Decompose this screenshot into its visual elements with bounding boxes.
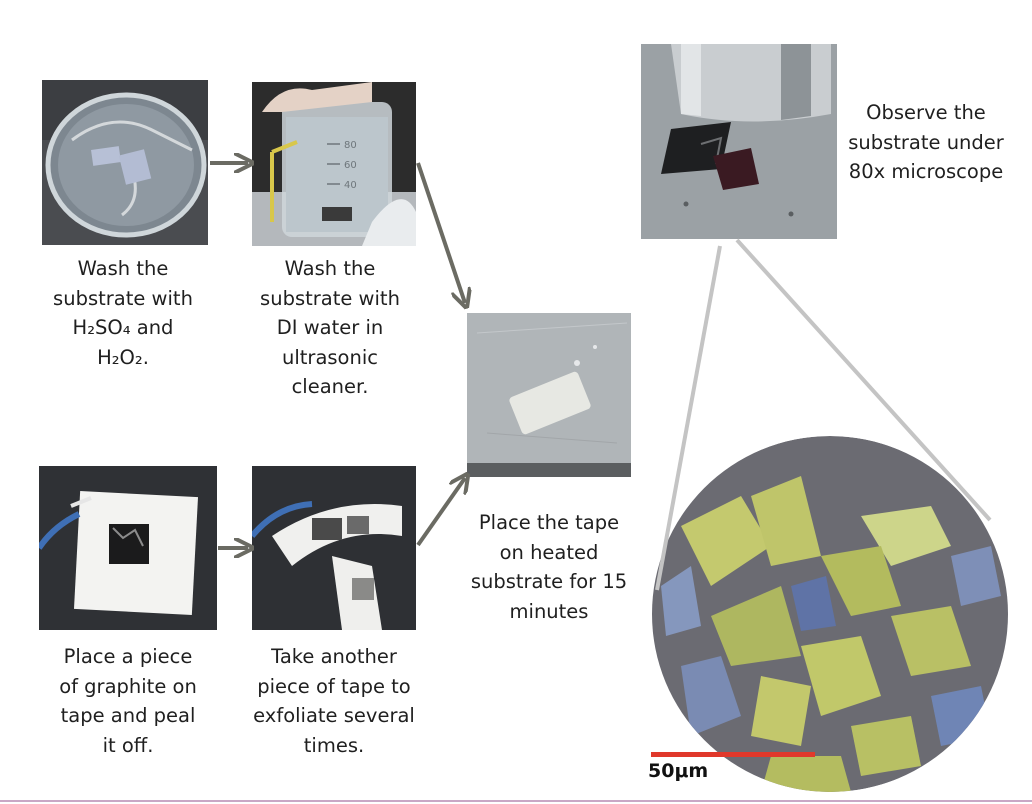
petri-dish-photo xyxy=(42,80,208,245)
scale-label: 50μm xyxy=(648,760,709,782)
arrow-step2-to-step5 xyxy=(416,162,465,303)
scale-bar xyxy=(651,752,815,757)
step3-caption: Place a piece of graphite on tape and pe… xyxy=(59,645,197,757)
heated-substrate-photo xyxy=(467,313,631,477)
step4-caption: Take another piece of tape to exfoliate … xyxy=(253,645,415,757)
microscope-photo xyxy=(641,44,837,239)
step1-caption: Wash the substrate with H₂SO₄ and H₂O₂. xyxy=(53,257,193,369)
step2-caption: Wash the substrate with DI water in ultr… xyxy=(260,257,400,398)
step6-caption: Observe the substrate under 80x microsco… xyxy=(848,101,1004,183)
beaker-mark-60: 60 xyxy=(344,160,357,171)
ultrasonic-beaker-photo: 80 60 40 xyxy=(252,82,416,246)
bottom-divider xyxy=(0,800,1032,802)
step5-caption: Place the tape on heated substrate for 1… xyxy=(470,511,628,623)
graphite-tape-photo xyxy=(39,466,217,630)
beaker-mark-80: 80 xyxy=(344,140,357,151)
microscope-view-image xyxy=(651,436,1009,792)
exfoliate-tape-photo xyxy=(252,466,416,630)
beaker-mark-40: 40 xyxy=(344,180,357,191)
